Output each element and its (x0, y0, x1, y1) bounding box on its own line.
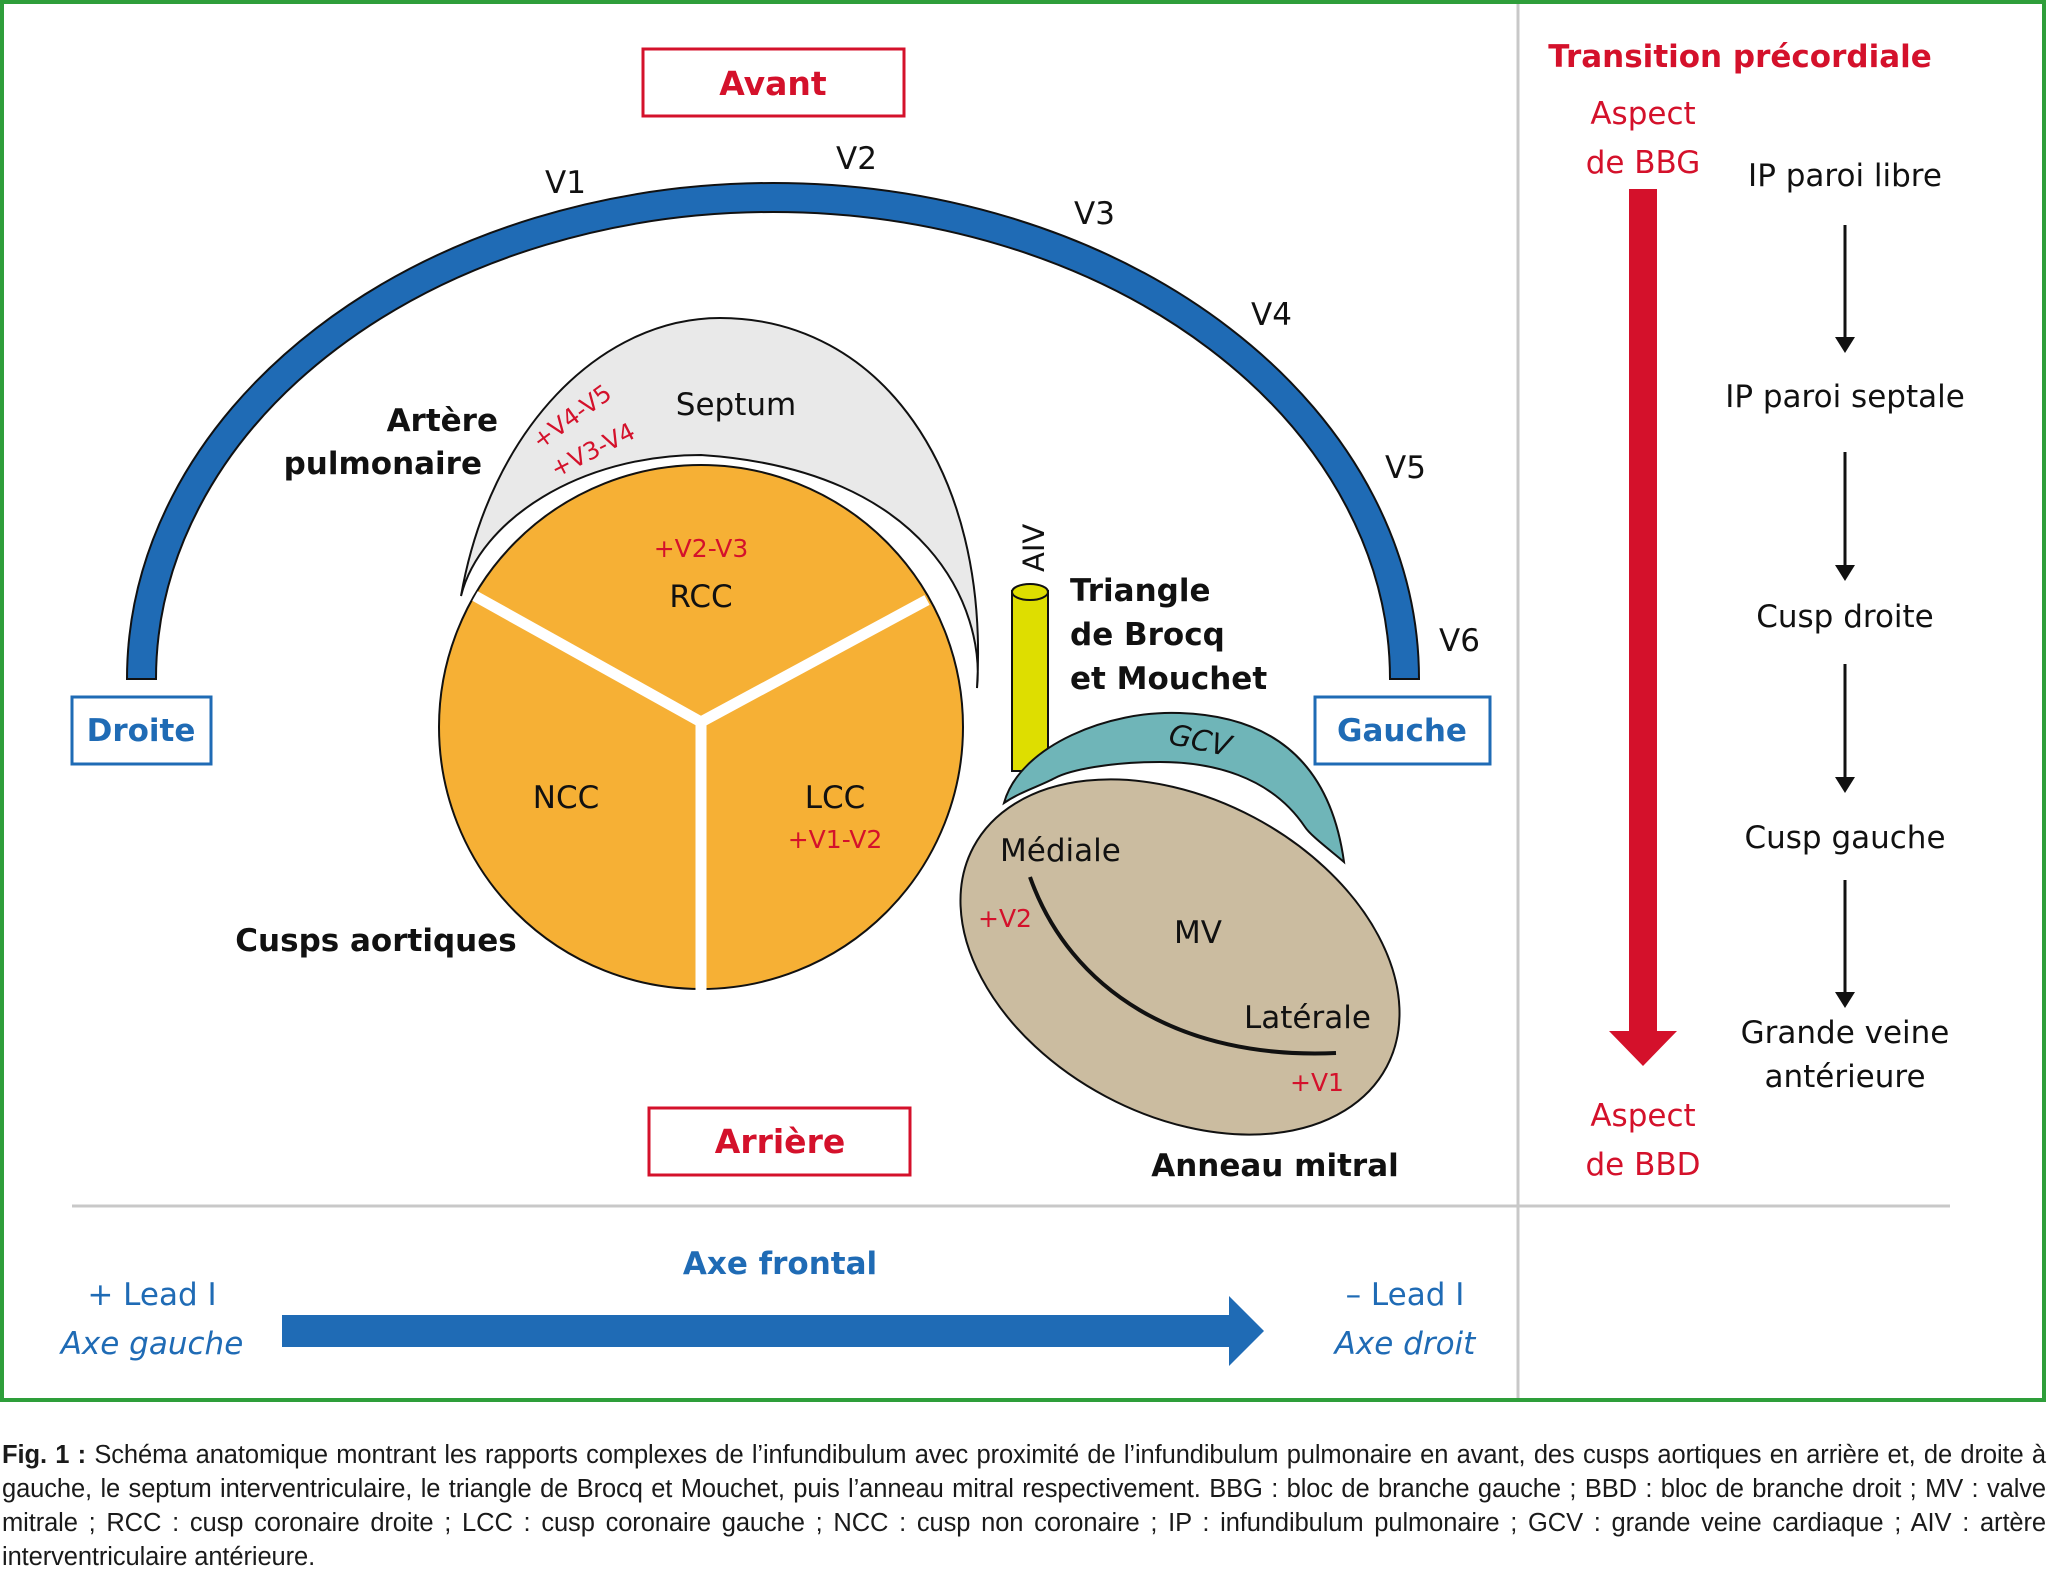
frontal-axis-arrow (282, 1296, 1264, 1366)
rcc-leads: +V2-V3 (654, 534, 749, 563)
frontal-axis-title: Axe frontal (683, 1246, 877, 1282)
left-label-box: Gauche (1313, 695, 1492, 766)
septum-shape (460, 316, 979, 689)
mitral-lateral-leads: +V1 (1290, 1068, 1344, 1097)
frontal-axis-right-lead: – Lead I (1346, 1277, 1465, 1313)
brocq-mouchet-label-3: et Mouchet (1070, 661, 1267, 697)
cusp-divider-right (698, 595, 930, 727)
mitral-title: Anneau mitral (1151, 1148, 1399, 1184)
lead-v3: V3 (1074, 196, 1115, 232)
mitral-medial-leads: +V2 (978, 904, 1032, 933)
brocq-mouchet-label-2: de Brocq (1070, 617, 1225, 653)
lead-v2: V2 (836, 141, 877, 177)
aortic-cusps: +V2-V3 RCC NCC LCC +V1-V2 (438, 464, 964, 990)
aiv-label: AIV (1017, 524, 1051, 572)
pulmonary-artery-label-1: Artère (387, 403, 498, 439)
left-label: Gauche (1337, 713, 1467, 749)
transition-step-3: Cusp droite (1756, 599, 1934, 635)
transition-bottom-label-2: de BBD (1585, 1147, 1700, 1183)
precordial-arc (125, 182, 1421, 680)
transition-step-1: IP paroi libre (1748, 158, 1942, 194)
aortic-cusps-title: Cusps aortiques (235, 923, 516, 959)
cusp-divider-left (472, 591, 704, 727)
frontal-axis-left-axis: Axe gauche (59, 1326, 244, 1362)
transition-top-label-1: Aspect (1590, 96, 1695, 132)
lead-v5: V5 (1385, 450, 1426, 486)
brocq-mouchet-label-1: Triangle (1070, 573, 1210, 609)
gcv-shape (1002, 711, 1346, 865)
transition-title: Transition précordiale (1548, 39, 1932, 75)
frontal-axis-left-lead: + Lead I (87, 1277, 216, 1313)
figure-caption: Fig. 1 : Schéma anatomique montrant les … (2, 1438, 2046, 1574)
ncc-label: NCC (533, 780, 599, 816)
transition-step-4: Cusp gauche (1744, 820, 1945, 856)
mitral-medial-label: Médiale (1000, 833, 1121, 869)
lead-v1: V1 (545, 165, 586, 201)
mitral-coaptation-line (1028, 876, 1337, 1056)
back-label-box: Arrière (647, 1106, 912, 1177)
front-label-box: Avant (641, 47, 906, 118)
transition-step-2: IP paroi septale (1725, 379, 1965, 415)
arrow-down-icon (1835, 992, 1855, 1008)
right-label: Droite (87, 713, 196, 749)
mitral-ellipse (959, 778, 1401, 1136)
transition-bottom-label-1: Aspect (1590, 1098, 1695, 1134)
caption-label: Fig. 1 : (2, 1441, 87, 1469)
transition-step-5-line-2: antérieure (1764, 1059, 1925, 1095)
arrow-down-icon (1835, 337, 1855, 353)
front-label: Avant (719, 64, 827, 103)
lead-v6: V6 (1439, 623, 1480, 659)
pulmonary-artery-label-2: pulmonaire (284, 446, 482, 482)
mitral-lateral-label: Latérale (1244, 1000, 1371, 1036)
lcc-leads: +V1-V2 (788, 825, 883, 854)
back-label: Arrière (715, 1122, 845, 1161)
transition-red-arrow (1609, 189, 1677, 1066)
lead-v4: V4 (1251, 297, 1292, 333)
mitral-annulus: Médiale +V2 MV Latérale +V1 (959, 778, 1401, 1136)
septum-label: Septum (676, 387, 796, 423)
right-label-box: Droite (70, 695, 213, 766)
aiv-vessel (1011, 583, 1049, 772)
arrow-down-icon (1835, 565, 1855, 581)
caption-text: Schéma anatomique montrant les rapports … (2, 1441, 2046, 1571)
frontal-axis-right-axis: Axe droit (1333, 1326, 1477, 1362)
transition-top-label-2: de BBG (1586, 145, 1701, 181)
anatomy-figure: Avant V1 V2 V3 V4 V5 V6 Droite Gauche Se… (0, 0, 2046, 1402)
mitral-mv-label: MV (1174, 915, 1222, 951)
lcc-label: LCC (805, 780, 866, 816)
arrow-down-icon (1835, 777, 1855, 793)
rcc-label: RCC (669, 579, 732, 615)
transition-step-5-line-1: Grande veine (1741, 1015, 1950, 1051)
